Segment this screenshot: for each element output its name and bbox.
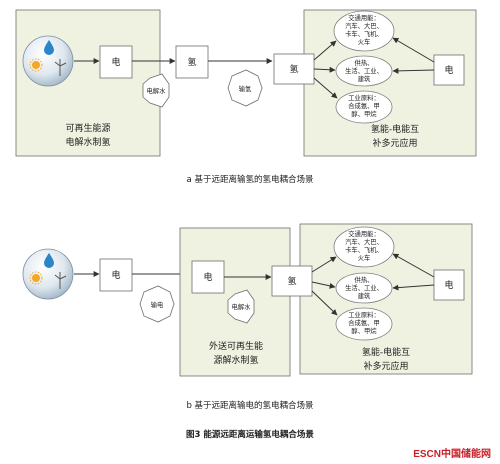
app-industry-a-line3: 醇、甲烷 bbox=[351, 109, 377, 118]
app-industry-a-line2: 合成氨、甲 bbox=[348, 101, 379, 110]
app-transport-a-line2: 汽车、大巴、 bbox=[345, 21, 383, 30]
app-transport-a-line1: 交通用能： bbox=[348, 13, 379, 22]
hydrogen-transport-node bbox=[227, 69, 263, 107]
mid-panel-b-label-line2: 源解水制氢 bbox=[213, 354, 258, 366]
hydrogen-node-b-label: 氢 bbox=[287, 275, 296, 287]
arrow-h2-to-transport-b bbox=[311, 256, 337, 273]
electricity-out-node-a-label: 电 bbox=[444, 64, 453, 76]
diagram-a: 可再生能源 电解水制氢 电 电解水 氢 输氢 氢 交通用能： 汽车、大巴、 卡车… bbox=[15, 9, 477, 185]
app-transport-bubble-a bbox=[333, 10, 395, 52]
arrow-h2-to-industry-a bbox=[313, 77, 338, 99]
app-industry-a-line1: 工业原料： bbox=[348, 93, 379, 102]
app-industry-b-line2: 合成氨、甲 bbox=[348, 318, 379, 327]
app-transport-b-line4: 火车 bbox=[358, 253, 371, 262]
source-panel-a-label-line1: 可再生能源 bbox=[65, 122, 110, 134]
arrow-h2-to-transport-a bbox=[313, 40, 337, 61]
electricity-node-a bbox=[99, 45, 133, 79]
apps-panel-a-label-line1: 氢能-电能互 bbox=[371, 123, 419, 135]
source-panel-a-label-line2: 电解水制氢 bbox=[65, 136, 110, 148]
arrow-elec-to-heat-a bbox=[392, 67, 435, 74]
app-heat-b-line2: 生活、工业、 bbox=[345, 283, 383, 292]
apps-panel-b-label-line1: 氢能-电能互 bbox=[362, 346, 410, 358]
electricity-src-node-b-label: 电 bbox=[111, 269, 120, 281]
electricity-src-node-b bbox=[99, 258, 133, 292]
hydrogen-transport-label: 输氢 bbox=[239, 84, 252, 93]
arrow-h2-to-heat-a bbox=[313, 66, 336, 73]
sun-icon bbox=[29, 58, 43, 72]
transmission-label: 输电 bbox=[151, 300, 164, 309]
app-heat-a-line1: 供热、 bbox=[355, 58, 374, 67]
hydrogen-node-a2 bbox=[273, 53, 315, 85]
apps-panel-a-label-line2: 补多元应用 bbox=[372, 137, 417, 149]
hydrogen-node-a1-label: 氢 bbox=[187, 56, 196, 68]
wind-turbine-icon bbox=[54, 272, 67, 289]
arrow-elec-to-transport-b bbox=[392, 253, 435, 278]
arrow-h2-to-heat-b bbox=[311, 281, 336, 289]
app-industry-b-line1: 工业原料： bbox=[348, 310, 379, 319]
electricity-out-node-a bbox=[433, 54, 465, 86]
app-industry-b-line3: 醇、甲烷 bbox=[351, 326, 377, 335]
electricity-node-a-label: 电 bbox=[111, 56, 120, 68]
transmission-node bbox=[139, 285, 175, 323]
sun-icon bbox=[29, 271, 43, 285]
app-heat-bubble-b bbox=[335, 272, 393, 304]
app-industry-bubble-a bbox=[335, 90, 393, 124]
wind-turbine-icon bbox=[54, 59, 67, 76]
hydrogen-node-a2-label: 氢 bbox=[289, 63, 298, 75]
app-transport-b-line3: 卡车、飞机、 bbox=[345, 245, 383, 254]
water-drop-icon bbox=[44, 253, 54, 268]
hydrogen-node-b bbox=[271, 265, 313, 297]
app-heat-a-line3: 建筑 bbox=[358, 74, 371, 83]
electrolysis-node-a bbox=[142, 73, 170, 108]
electricity-in-node-b bbox=[191, 260, 225, 294]
electricity-in-node-b-label: 电 bbox=[203, 271, 212, 283]
app-heat-b-line3: 建筑 bbox=[358, 291, 371, 300]
arrow-elec-to-heat-b bbox=[392, 284, 435, 291]
app-heat-bubble-a bbox=[335, 55, 393, 87]
water-drop-icon bbox=[44, 40, 54, 55]
arrow-h2-to-industry-b bbox=[311, 290, 338, 316]
arrow-elec-to-transport-a bbox=[392, 37, 435, 63]
figure-title: 图3 能源远距离运输氢电耦合场景 bbox=[186, 429, 314, 440]
hydrogen-node-a1 bbox=[175, 45, 209, 79]
app-transport-b-line1: 交通用能： bbox=[348, 229, 379, 238]
app-transport-b-line2: 汽车、大巴、 bbox=[345, 237, 383, 246]
caption-a: a 基于远距离输氢的氢电耦合场景 bbox=[187, 174, 314, 185]
electrolysis-node-b bbox=[227, 289, 255, 324]
app-heat-b-line1: 供热、 bbox=[355, 275, 374, 284]
apps-panel-b-label-line2: 补多元应用 bbox=[363, 360, 408, 372]
electrolysis-node-a-label: 电解水 bbox=[147, 86, 167, 95]
app-heat-a-line2: 生活、工业、 bbox=[345, 66, 383, 75]
app-transport-a-line3: 卡车、飞机、 bbox=[345, 29, 383, 38]
mid-panel-b-label-line1: 外送可再生能 bbox=[209, 340, 263, 352]
app-industry-bubble-b bbox=[335, 307, 393, 341]
watermark-logo: ESCN中国储能网 bbox=[413, 447, 491, 460]
electrolysis-node-b-label: 电解水 bbox=[232, 302, 252, 311]
electricity-out-node-b-label: 电 bbox=[444, 279, 453, 291]
app-transport-a-line4: 火车 bbox=[358, 37, 371, 46]
diagram-b: 电 输电 电 电解水 外送可再生能 源解水制氢 氢 交通用能： 汽车、大巴、 卡… bbox=[22, 223, 473, 411]
caption-b: b 基于远距离输电的氢电耦合场景 bbox=[186, 400, 313, 411]
app-transport-bubble-b bbox=[333, 226, 395, 268]
